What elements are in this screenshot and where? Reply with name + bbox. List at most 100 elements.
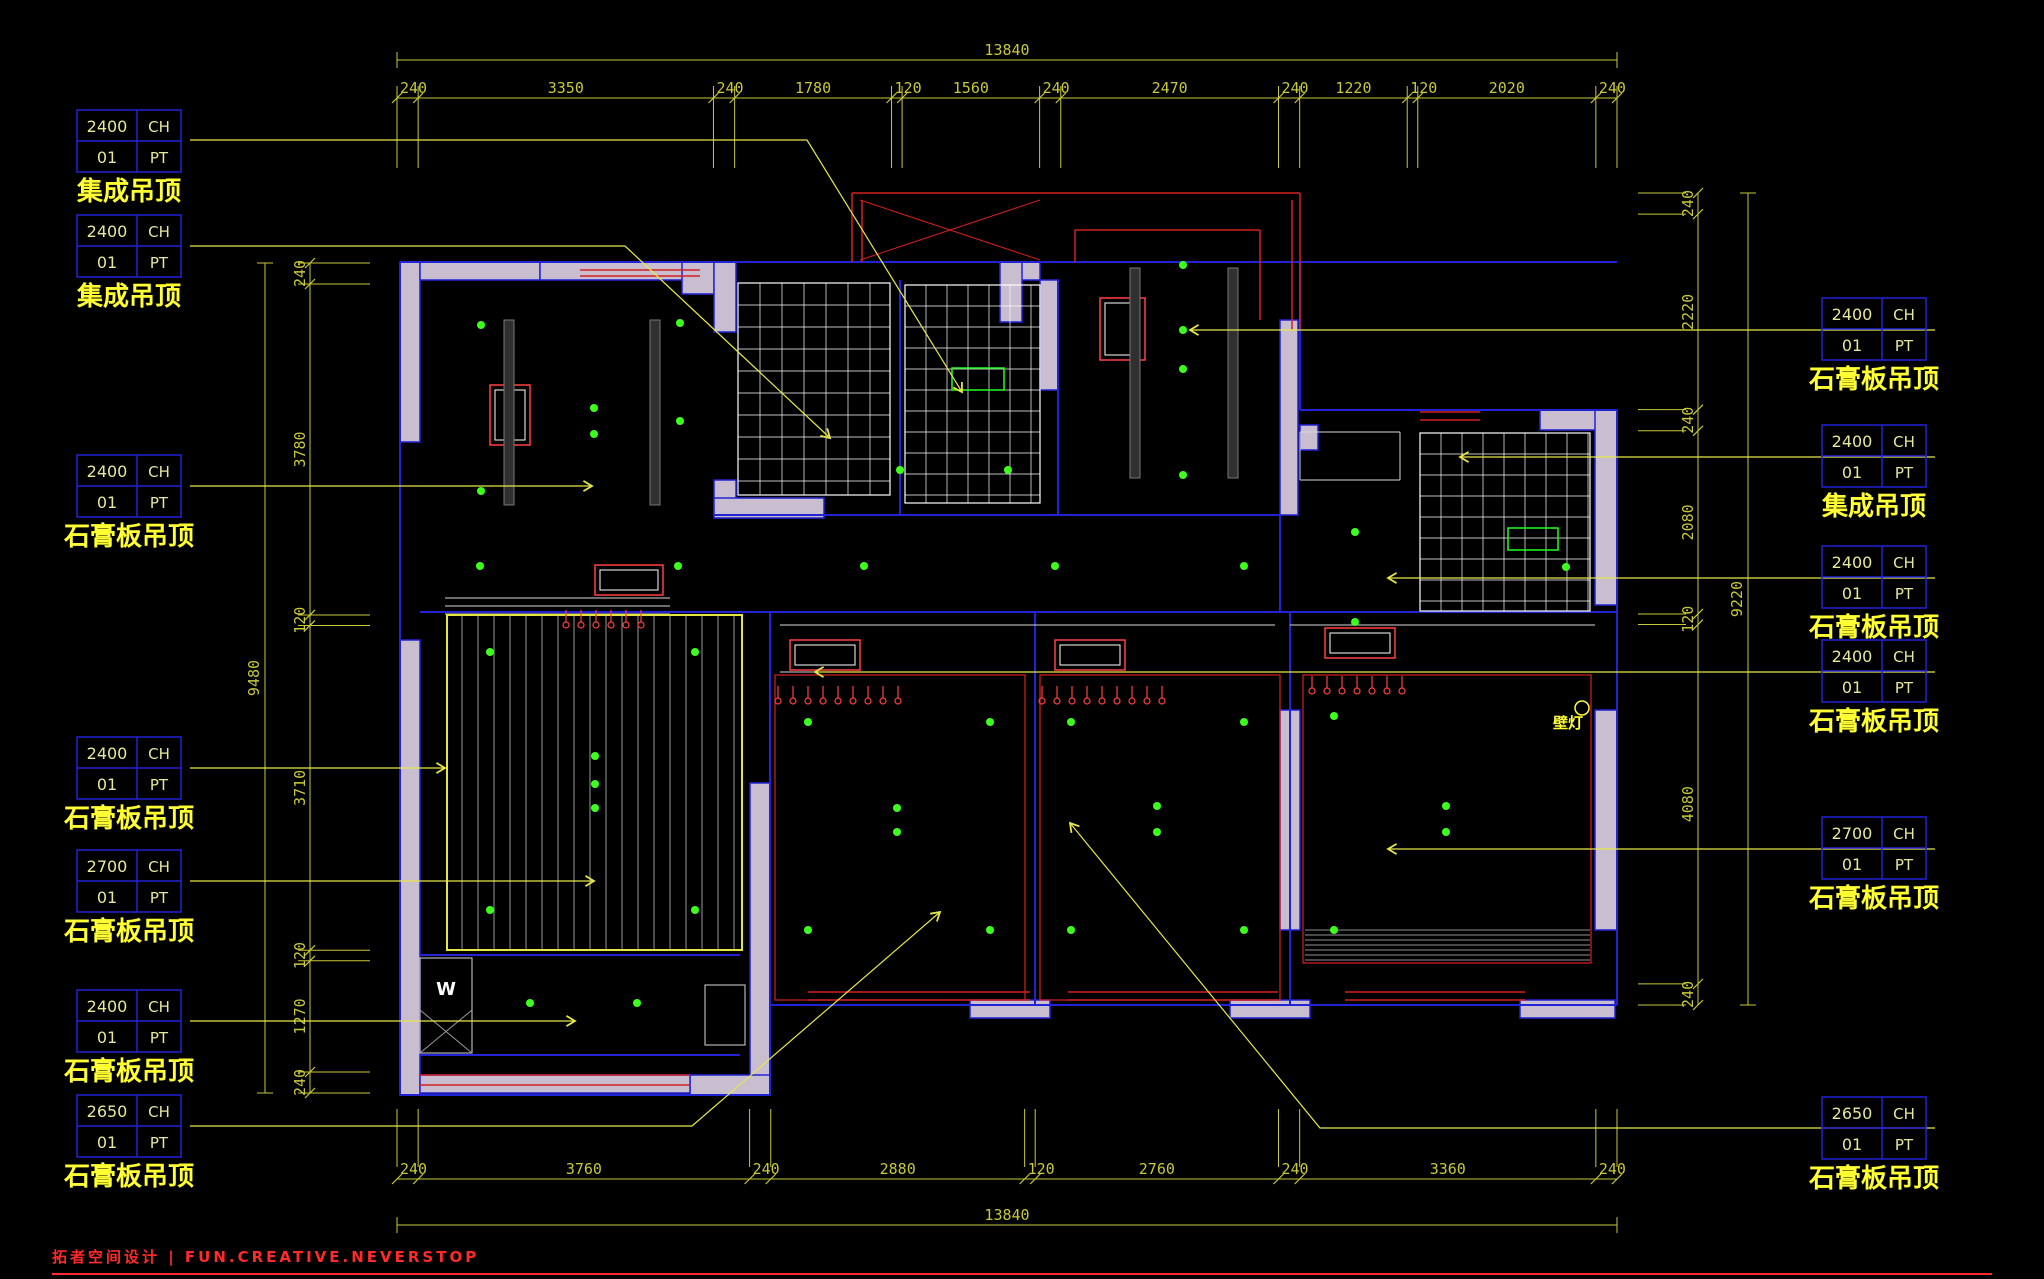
- downlight-20: [591, 752, 599, 760]
- tag-ch-value: 2650: [87, 1102, 128, 1121]
- downlight-33: [1153, 802, 1161, 810]
- furniture-5: [1324, 627, 1396, 659]
- bath-grid-b: [1419, 432, 1591, 612]
- wall-block-11: [1279, 319, 1299, 516]
- tag-pt-value: 01: [1842, 1135, 1862, 1154]
- downlight-3: [590, 430, 598, 438]
- tag-ch-label: CH: [1893, 1105, 1915, 1123]
- leader-arrow-11: [1386, 843, 1398, 855]
- left-label-0: 240: [291, 260, 309, 287]
- downlight-40: [1330, 926, 1338, 934]
- pendant-row-bed-a-bulb: [894, 697, 902, 705]
- bath-grid-a: [904, 284, 1041, 504]
- footer-brand: 拓者空间设计 | FUN.CREATIVE.NEVERSTOP: [52, 1248, 480, 1266]
- tag-name: 石膏板吊顶: [63, 521, 194, 552]
- pendant-row-bed-c-bulb: [1383, 687, 1391, 695]
- tag-ch-label: CH: [148, 1103, 170, 1121]
- light-track-3: [1227, 267, 1239, 479]
- downlight-23: [486, 906, 494, 914]
- furniture-inner-3: [794, 644, 856, 666]
- tag-name: 集成吊顶: [76, 176, 181, 207]
- pendant-row-living-bulb: [592, 621, 600, 629]
- tag-name: 石膏板吊顶: [1808, 706, 1939, 737]
- right-label-4: 120: [1679, 606, 1697, 633]
- sink-b: [1507, 527, 1559, 551]
- furniture-3: [789, 639, 861, 671]
- tag-name: 石膏板吊顶: [1808, 883, 1939, 914]
- pendant-row-bed-c-bulb: [1338, 687, 1346, 695]
- tag-ch-label: CH: [1893, 648, 1915, 666]
- downlight-21: [591, 780, 599, 788]
- downlight-42: [633, 999, 641, 1007]
- top-label-3: 1780: [795, 79, 831, 97]
- pendant-row-living-bulb: [622, 621, 630, 629]
- downlight-7: [1179, 326, 1187, 334]
- tag-ch-value: 2400: [1832, 553, 1873, 572]
- tag-name: 石膏板吊顶: [63, 916, 194, 947]
- light-track-0: [503, 319, 515, 506]
- leader-arrow-10: [813, 666, 825, 678]
- downlight-10: [476, 562, 484, 570]
- tag-pt-label: PT: [150, 889, 169, 907]
- top-label-7: 2470: [1152, 79, 1188, 97]
- tag-ch-value: 2650: [1832, 1104, 1873, 1123]
- top-label-9: 1220: [1335, 79, 1371, 97]
- pendant-row-bed-b-bulb: [1068, 697, 1076, 705]
- leader-arrow-6: [929, 910, 942, 922]
- tag-ch-value: 2400: [87, 744, 128, 763]
- tag-pt-value: 01: [1842, 678, 1862, 697]
- wardrobe-mark: W: [436, 979, 456, 1000]
- right-tick-7: [1692, 999, 1704, 1011]
- tag-pt-label: PT: [150, 254, 169, 272]
- downlight-34: [1153, 828, 1161, 836]
- pendant-row-bed-c-bulb: [1368, 687, 1376, 695]
- tag-pt-label: PT: [1895, 337, 1914, 355]
- wall-block-17: [749, 782, 771, 1079]
- wall-block-18: [689, 1074, 771, 1096]
- tag-pt-label: PT: [1895, 1136, 1914, 1154]
- downlight-35: [1067, 926, 1075, 934]
- downlight-5: [676, 417, 684, 425]
- downlight-4: [477, 487, 485, 495]
- tag-name: 石膏板吊顶: [63, 803, 194, 834]
- tag-pt-value: 01: [97, 253, 117, 272]
- downlight-12: [860, 562, 868, 570]
- left-tick-5: [304, 955, 316, 967]
- right-tick-4: [1692, 608, 1704, 620]
- wardrobe-diag-b: [419, 1009, 473, 1054]
- leader-lines: [190, 139, 1935, 1129]
- bedroom-b-frame: [1039, 674, 1281, 1001]
- right-label-5: 4080: [1679, 786, 1697, 822]
- left-tick-2: [304, 609, 316, 621]
- bottom-label-7: 3360: [1430, 1160, 1466, 1178]
- leader-0: [190, 139, 963, 393]
- wall-block-2: [419, 261, 541, 281]
- annotations: 壁灯W: [436, 700, 1590, 1000]
- pendant-row-bed-b-bulb: [1083, 697, 1091, 705]
- tag-pt-label: PT: [1895, 856, 1914, 874]
- leader-arrow-1: [820, 428, 832, 440]
- downlight-6: [1179, 261, 1187, 269]
- bottom-label-8: 240: [1599, 1160, 1626, 1178]
- leader-arrow-5: [565, 1015, 577, 1027]
- right-label-1: 2220: [1679, 294, 1697, 330]
- left-label-1: 3780: [291, 431, 309, 467]
- downlight-19: [691, 648, 699, 656]
- bottom-tick-4: [1019, 1173, 1031, 1185]
- tag-name: 石膏板吊顶: [63, 1161, 194, 1192]
- left-label-6: 240: [291, 1069, 309, 1096]
- left-tick-4: [304, 944, 316, 956]
- pendant-row-bed-b-bulb: [1158, 697, 1166, 705]
- downlight-39: [1442, 828, 1450, 836]
- pendant-row-bed-b-bulb: [1128, 697, 1136, 705]
- pendant-row-living-bulb: [607, 621, 615, 629]
- tag-ch-label: CH: [148, 463, 170, 481]
